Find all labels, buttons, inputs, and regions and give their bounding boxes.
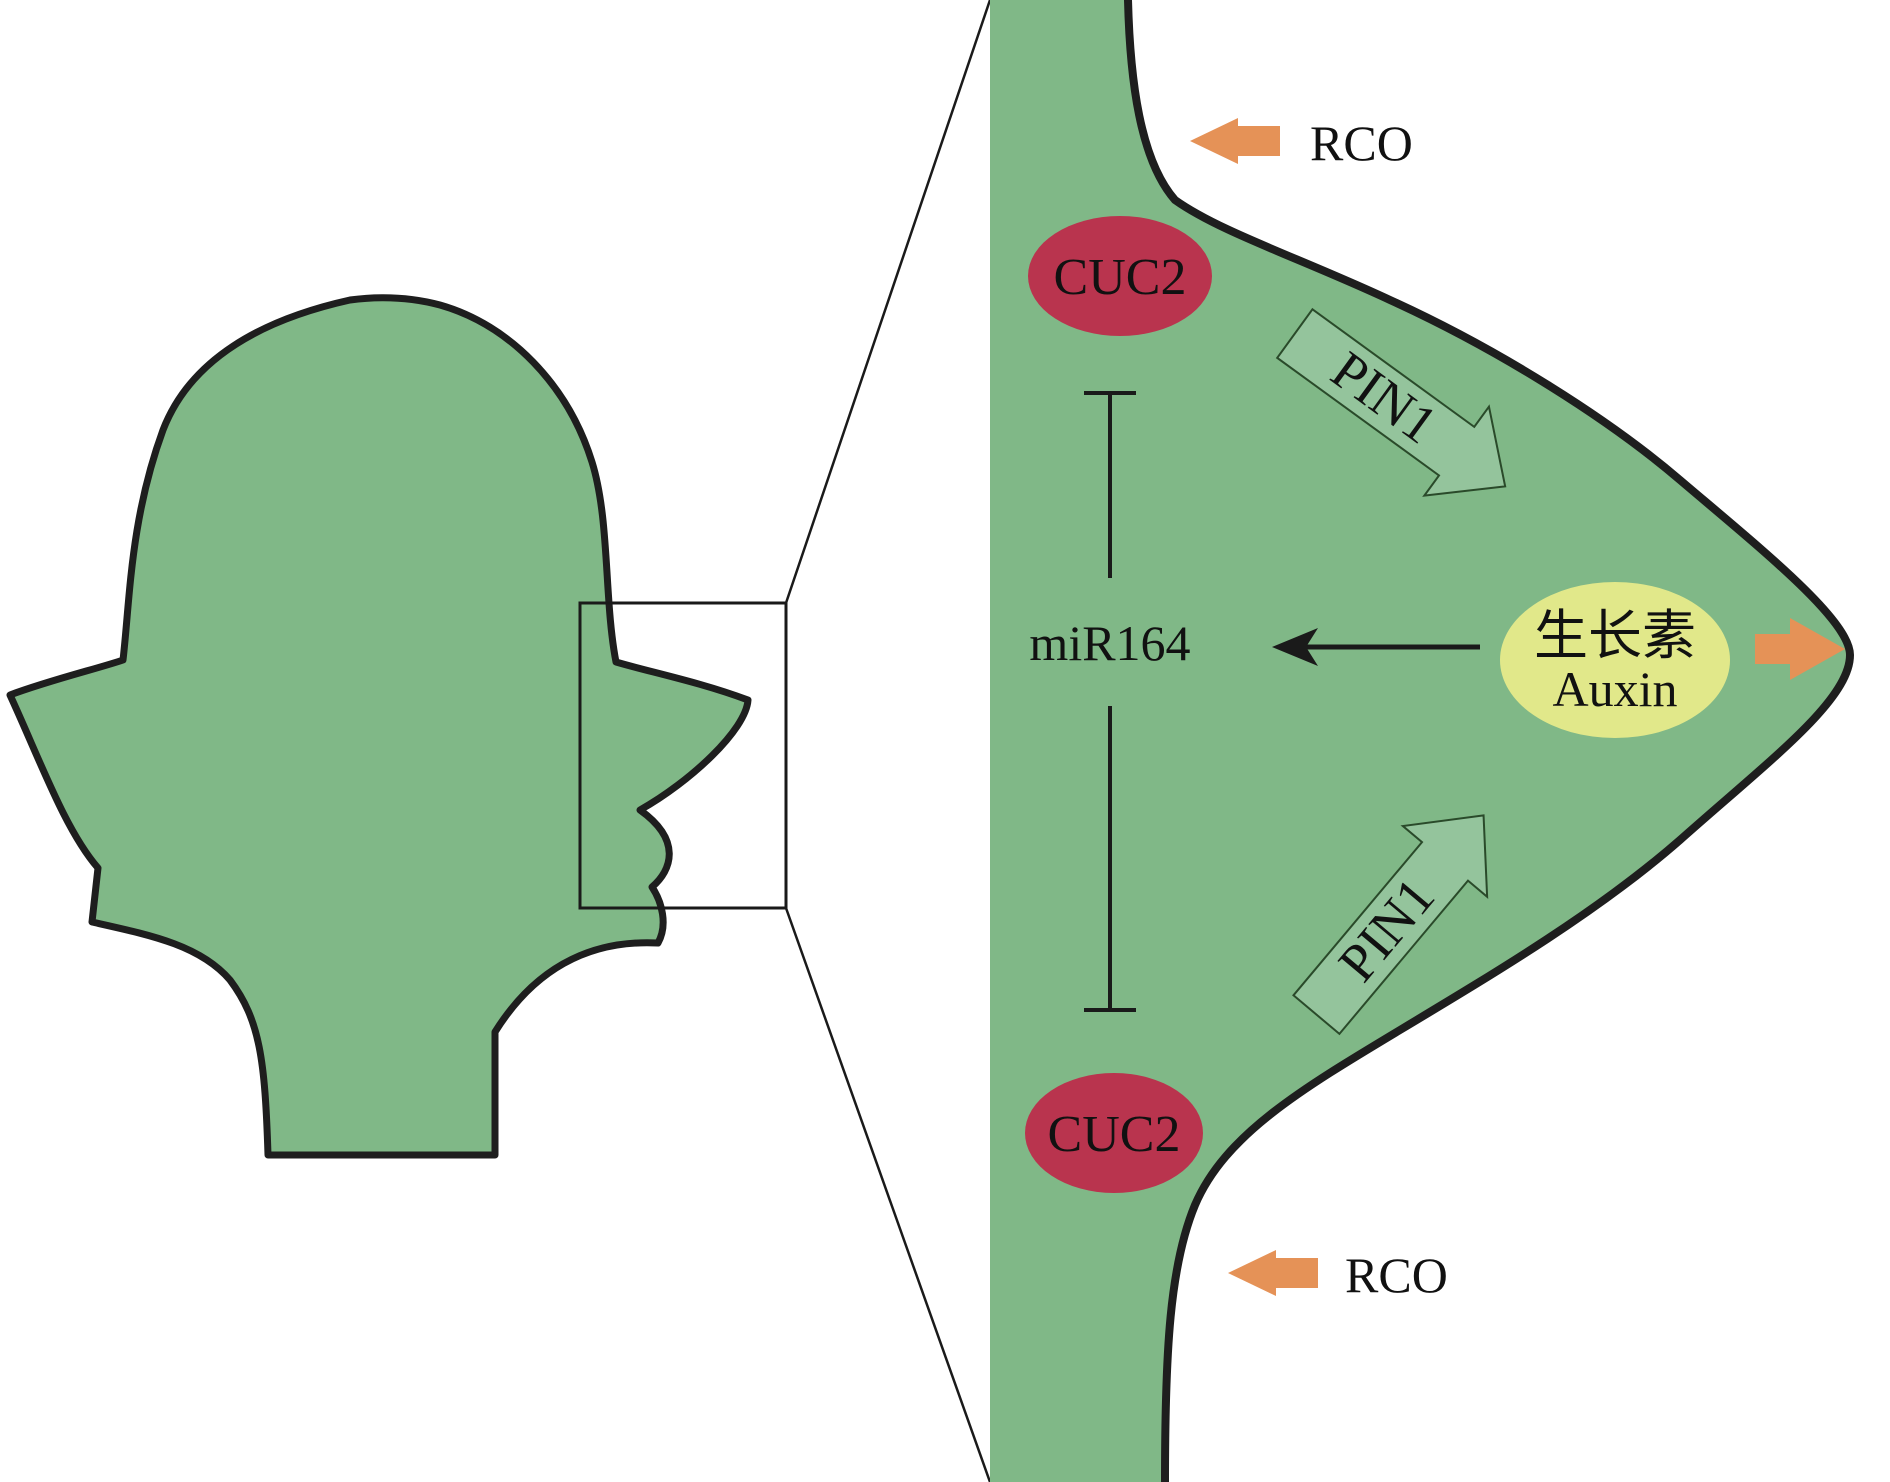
auxin-orange-arrow: [1755, 618, 1845, 680]
auxin-to-mir164-arrowhead: [1272, 628, 1318, 666]
auxin-cn-label: 生长素: [1534, 606, 1696, 666]
zoom-line-top: [784, 0, 992, 604]
inhibition-bar-bottom: [1084, 706, 1136, 1012]
rco-bottom-label: RCO: [1345, 1247, 1448, 1303]
zoomed-leaf-edge: [1124, 0, 1855, 1482]
auxin-en-label: Auxin: [1553, 661, 1678, 717]
pin1-bottom-arrow: PIN1: [1292, 814, 1489, 1036]
cuc2-top-ellipse: [1028, 216, 1212, 336]
cuc2-bottom-ellipse: [1025, 1073, 1203, 1193]
auxin-ellipse: [1500, 582, 1730, 738]
cuc2-top-label: CUC2: [1054, 249, 1187, 306]
rco-top-arrow: [1190, 118, 1280, 164]
rco-bottom-arrow: [1228, 1250, 1318, 1296]
rco-top-label: RCO: [1310, 115, 1413, 171]
inhibition-bar-top: [1084, 391, 1136, 578]
zoom-line-bottom: [784, 907, 992, 1482]
cuc2-bottom-label: CUC2: [1048, 1106, 1181, 1163]
zoomed-leaf-region: [990, 0, 1850, 1482]
zoom-box: [578, 601, 788, 910]
mir164-label: miR164: [1029, 615, 1190, 671]
leaf-outline: [6, 294, 752, 1159]
